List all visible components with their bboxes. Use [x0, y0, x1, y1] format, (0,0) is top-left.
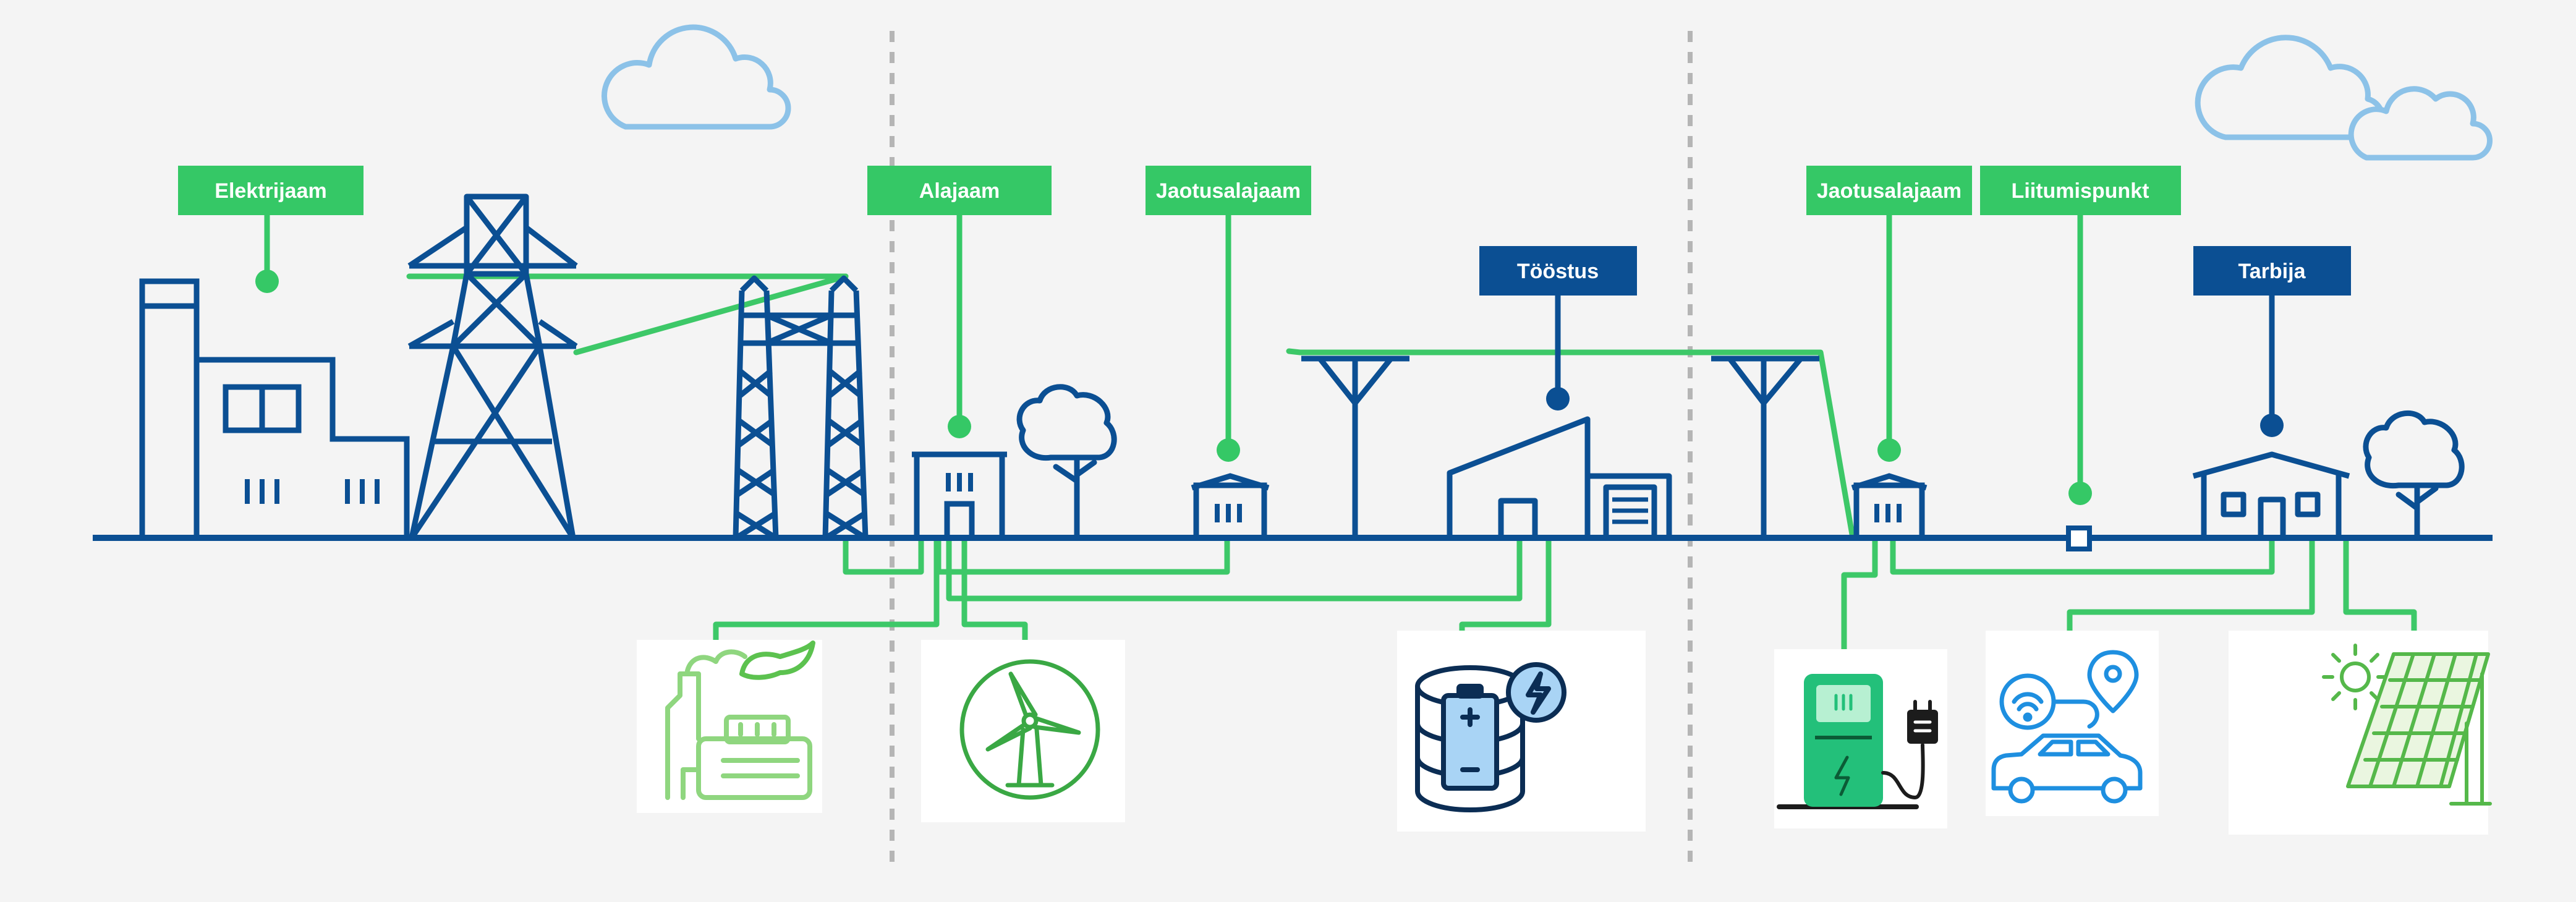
label-distribution-substation-2: Jaotusalajaam — [1806, 166, 1972, 215]
substation-building-icon — [912, 451, 1007, 541]
connection-point-box — [2066, 525, 2092, 551]
transmission-tower-icon — [407, 194, 578, 540]
tree-icon — [1016, 384, 1117, 541]
connected-car-icon — [1991, 650, 2143, 804]
label-power-plant: Elektrijaam — [178, 166, 363, 215]
substation-building-icon — [1191, 473, 1270, 541]
house-icon — [2192, 451, 2350, 541]
power-plant-icon — [139, 278, 410, 541]
label-industry: Tööstus — [1479, 246, 1637, 296]
label-power-plant-text: Elektrijaam — [215, 179, 326, 203]
label-consumer-text: Tarbija — [2238, 260, 2306, 283]
label-distribution-substation-1-text: Jaotusalajaam — [1156, 179, 1301, 203]
power-line-network — [406, 273, 2417, 658]
label-connectors — [255, 215, 2284, 505]
cloud-icon — [2195, 35, 2493, 161]
label-distribution-substation-1: Jaotusalajaam — [1146, 166, 1311, 215]
label-connection-point: Liitumispunkt — [1980, 166, 2181, 215]
label-industry-text: Tööstus — [1517, 260, 1599, 283]
label-substation-text: Alajaam — [919, 179, 1000, 203]
label-connection-point-text: Liitumispunkt — [2012, 179, 2149, 203]
distribution-pole-icon — [1301, 355, 1409, 538]
solar-panel-icon — [2322, 644, 2492, 806]
label-distribution-substation-2-text: Jaotusalajaam — [1817, 179, 1962, 203]
icon-backgrounds — [637, 631, 2488, 835]
cloud-icon — [601, 24, 791, 130]
biogas-plant-icon — [665, 640, 815, 800]
gantry-tower-icon — [733, 275, 869, 540]
tree-icon — [2363, 410, 2465, 541]
battery-storage-icon — [1415, 662, 1566, 812]
factory-icon — [1447, 416, 1672, 541]
distribution-pole-icon — [1711, 355, 1819, 538]
substation-building-icon — [1851, 473, 1928, 541]
wind-turbine-icon — [959, 659, 1100, 800]
label-substation: Alajaam — [867, 166, 1052, 215]
ev-charger-icon — [1777, 674, 1938, 809]
label-consumer: Tarbija — [2193, 246, 2351, 296]
